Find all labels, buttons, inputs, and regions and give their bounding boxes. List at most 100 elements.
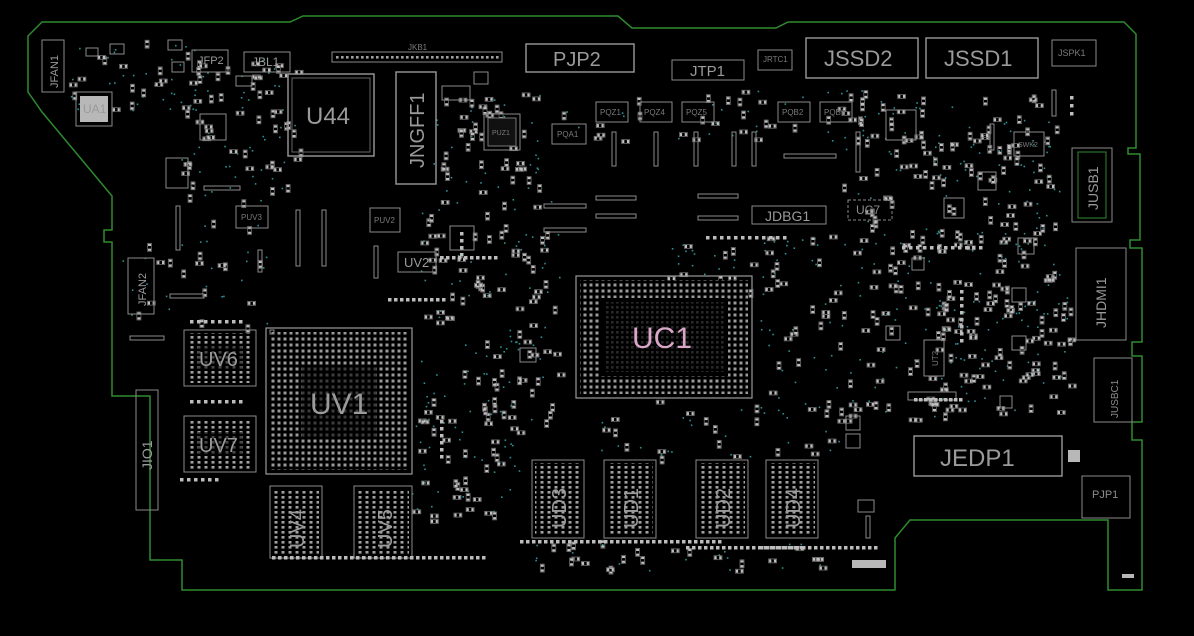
passive [942, 327, 952, 332]
pad [452, 556, 456, 560]
passive [986, 301, 996, 306]
passive [229, 149, 238, 154]
pad [488, 256, 492, 260]
via [970, 146, 973, 148]
via [916, 102, 918, 104]
passive [700, 115, 706, 125]
pad [698, 546, 702, 550]
via [938, 134, 941, 137]
via [436, 119, 438, 121]
pad [954, 398, 958, 402]
via [114, 49, 117, 51]
via [228, 165, 231, 168]
jssd1-label: JSSD1 [944, 46, 1012, 71]
via [660, 454, 663, 456]
passive [516, 430, 526, 436]
via [531, 418, 533, 421]
passive [685, 411, 695, 416]
pad [204, 400, 208, 404]
via [425, 405, 428, 408]
pad [526, 540, 530, 544]
passive [988, 215, 994, 225]
passive [1056, 410, 1066, 415]
pad [239, 400, 243, 404]
passive [810, 451, 820, 457]
passive [896, 260, 906, 266]
pad [704, 546, 708, 550]
passive [679, 132, 688, 137]
passive [1022, 238, 1032, 244]
passive [993, 294, 998, 304]
uv6-label: UV6 [199, 349, 238, 371]
via [504, 445, 506, 448]
via [762, 276, 765, 278]
pad [712, 540, 716, 544]
via [513, 402, 516, 405]
via [760, 407, 763, 409]
uv4-vram: UV4 [269, 485, 323, 559]
pad [762, 236, 766, 240]
via [480, 182, 482, 184]
via [514, 465, 516, 467]
pqa1-label: PQA1 [557, 130, 579, 139]
via [1037, 353, 1039, 356]
via [475, 352, 477, 354]
passive [1067, 337, 1077, 343]
passive [144, 39, 150, 49]
pjp2-label: PJP2 [553, 49, 601, 71]
via [830, 354, 833, 357]
via [1066, 317, 1068, 320]
passive [516, 161, 525, 166]
passive [848, 402, 858, 408]
passive [655, 399, 665, 405]
via [784, 103, 787, 105]
passive [992, 282, 1001, 288]
via [415, 425, 418, 428]
passive [440, 200, 450, 205]
via [905, 297, 907, 299]
passive [848, 93, 854, 103]
passive [939, 143, 944, 152]
pad [380, 556, 384, 560]
passive [621, 139, 630, 144]
pad [796, 546, 800, 550]
via [273, 68, 276, 70]
via [981, 231, 984, 234]
pad [1070, 112, 1074, 116]
uv2-label: UV2 [404, 255, 429, 270]
passive [826, 115, 832, 125]
pad [844, 546, 848, 550]
passive [535, 377, 541, 386]
via [72, 78, 74, 81]
passive [185, 51, 191, 61]
via [525, 234, 528, 236]
passive [157, 66, 163, 76]
via [421, 360, 423, 363]
pad [418, 298, 422, 302]
passive [792, 123, 798, 133]
pad [344, 556, 348, 560]
passive [853, 250, 862, 256]
passive [890, 246, 896, 256]
passive [888, 263, 893, 273]
passive [484, 510, 493, 516]
passive [492, 397, 498, 406]
via [501, 496, 503, 498]
passive [967, 353, 977, 359]
via [864, 115, 866, 118]
passive [469, 98, 475, 108]
pqz4-mosfet: PQZ4 [639, 101, 673, 123]
pad [960, 332, 964, 336]
passive [897, 94, 906, 99]
pqz1-mosfet: PQZ1 [595, 101, 629, 123]
passive [920, 235, 926, 245]
uv4-label: UV4 [287, 509, 309, 548]
puv3-chip: PUV3 [235, 205, 269, 229]
jkb1-connector: JKB1 [331, 43, 503, 63]
passive [1007, 204, 1017, 209]
via [451, 283, 453, 285]
via [677, 263, 680, 265]
passive [430, 519, 439, 524]
passive [943, 412, 948, 422]
jio1-label: JIO1 [139, 440, 155, 470]
